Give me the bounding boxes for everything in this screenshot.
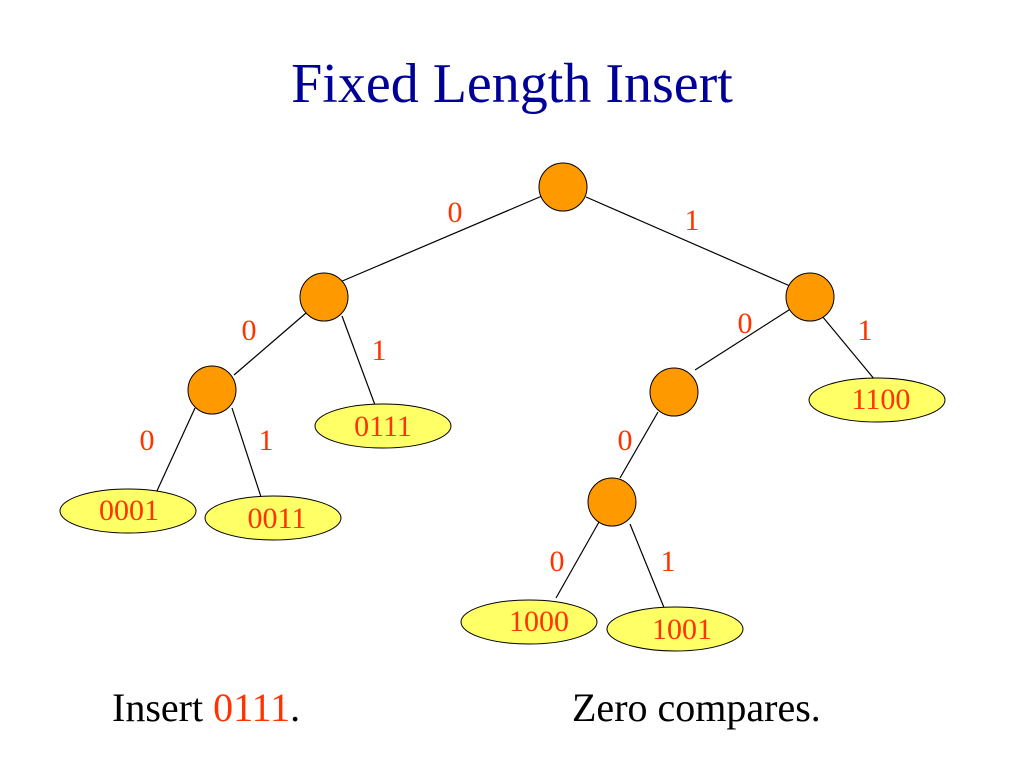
edge-label-ll-right: 1 — [259, 424, 274, 457]
node-left — [299, 272, 349, 322]
leaf-label-0111: 0111 — [354, 410, 412, 443]
caption-insert-prefix: Insert — [112, 685, 214, 730]
leaf-label-1001: 1001 — [652, 613, 712, 646]
edge-label-root-left: 0 — [448, 196, 463, 229]
leaf-nodes — [59, 377, 946, 652]
node-left-left — [187, 365, 237, 415]
tree-edges — [155, 195, 876, 611]
leaf-1001-shape — [606, 606, 744, 652]
edge-l-right — [341, 315, 376, 406]
node-right-left-left — [587, 477, 637, 527]
leaf-1000-shape — [460, 599, 598, 645]
node-right — [785, 272, 835, 322]
leaf-0001-shape — [59, 488, 197, 534]
edge-r-left — [694, 307, 793, 371]
edge-labels: 0 1 0 1 0 1 0 1 0 0 1 — [140, 196, 873, 578]
edge-label-rll-right: 1 — [661, 545, 676, 578]
leaf-labels: 0111 1100 0001 0011 1000 1001 — [99, 383, 910, 646]
caption-compares: Zero compares. — [572, 685, 821, 730]
leaf-0011-shape — [204, 495, 342, 541]
edge-label-r-left: 0 — [738, 307, 753, 340]
edge-rll-left — [555, 521, 600, 599]
edge-rll-right — [629, 523, 666, 611]
edge-root-left — [339, 195, 543, 283]
edge-label-ll-left: 0 — [140, 424, 155, 457]
edge-label-rl-left: 0 — [618, 424, 633, 457]
caption-insert-key: 0111 — [213, 685, 291, 730]
leaf-label-0001: 0001 — [99, 494, 159, 527]
edge-ll-left — [155, 407, 196, 494]
slide-title: Fixed Length Insert — [291, 53, 733, 115]
caption-insert-suffix: . — [290, 685, 301, 730]
node-right-left — [649, 367, 699, 417]
edge-r-right — [821, 315, 876, 381]
leaf-label-0011: 0011 — [248, 502, 307, 535]
edge-label-root-right: 1 — [685, 204, 700, 237]
edge-label-l-right: 1 — [372, 334, 387, 367]
edge-label-rll-left: 0 — [550, 545, 565, 578]
edge-l-left — [233, 312, 307, 376]
edge-ll-right — [231, 407, 263, 501]
edge-rl-left — [619, 411, 659, 479]
edge-label-r-right: 1 — [858, 314, 873, 347]
leaf-label-1000: 1000 — [509, 605, 569, 638]
leaf-0111-shape — [314, 403, 452, 449]
node-root — [538, 162, 588, 212]
internal-nodes — [187, 162, 835, 527]
leaf-1100-shape — [808, 377, 946, 423]
leaf-label-1100: 1100 — [852, 383, 911, 416]
edge-label-l-left: 0 — [242, 314, 257, 347]
caption-insert: Insert 0111. — [112, 684, 300, 732]
edge-root-right — [585, 196, 791, 287]
